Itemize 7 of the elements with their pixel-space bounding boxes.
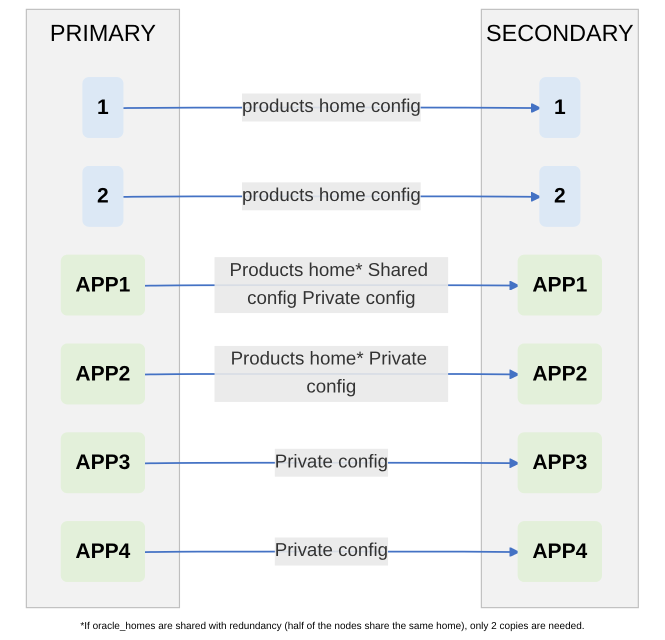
- edge-label: Private config: [274, 541, 388, 561]
- edge-label: products home config: [242, 186, 421, 206]
- footnote: *If oracle_homes are shared with redundancy (half of the nodes share the same home), only 2 copies are needed.: [80, 621, 585, 632]
- edge-label: Private config: [274, 452, 388, 472]
- edge-label: Products home* Shared config Private config: [230, 260, 428, 308]
- edge-label: products home config: [242, 96, 421, 117]
- edge-label: Products home* Private config: [230, 349, 428, 398]
